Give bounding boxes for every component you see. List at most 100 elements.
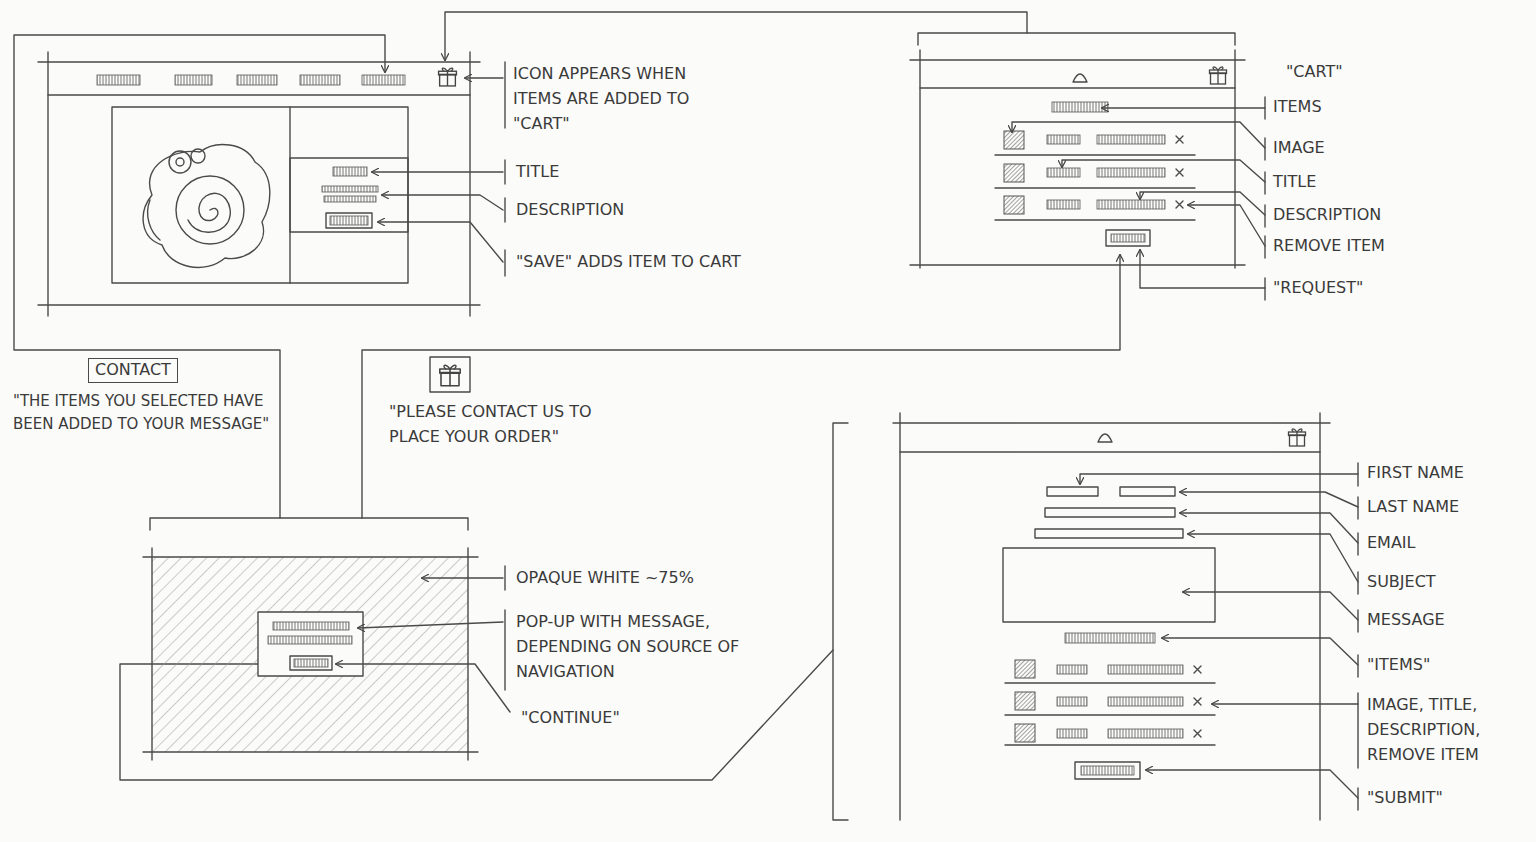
- product-screen-part: [326, 213, 372, 228]
- form-placeholders-part: [1065, 633, 1155, 643]
- form-screen-part: [1035, 529, 1183, 538]
- popup-screen: [143, 548, 478, 760]
- form-leaders-part: [1180, 492, 1358, 507]
- cart-screen-part: [920, 87, 1235, 88]
- form-leaders-part: [1188, 534, 1358, 582]
- product-placeholders-part: [237, 75, 277, 85]
- flow-lines-part: [445, 12, 1027, 60]
- contact-gift-box-part: [440, 365, 460, 385]
- product-illustration-part: [169, 151, 191, 173]
- popup-screen-part: [143, 556, 478, 557]
- popup-placeholders: [268, 622, 352, 667]
- product-placeholders-part: [439, 68, 457, 86]
- cart-screen-part: [995, 187, 1195, 188]
- cart-leaders-part: [1264, 138, 1265, 160]
- cart-leaders-part: [1264, 278, 1265, 300]
- annotation-text: EMAIL: [1366, 533, 1417, 554]
- product-leaders-part: [382, 195, 503, 210]
- label-box: CONTACT: [88, 358, 178, 383]
- product-screen: [38, 52, 480, 316]
- cart-screen-part: [995, 219, 1195, 220]
- form-leaders-part: [1357, 610, 1358, 632]
- form-leaders-part: [1357, 572, 1358, 594]
- popup-leaders-part: [504, 610, 505, 690]
- annotation-text: ICON APPEARS WHEN ITEMS ARE ADDED TO "CA…: [512, 62, 729, 136]
- product-screen-part: [38, 304, 480, 305]
- annotation-text: "PLEASE CONTACT US TO PLACE YOUR ORDER": [388, 400, 625, 450]
- annotation-text: SUBJECT: [1366, 572, 1437, 593]
- cart-screen-part: [995, 154, 1195, 155]
- cart-screen-part: [1106, 230, 1150, 246]
- annotation-text: MESSAGE: [1366, 610, 1446, 631]
- cart-placeholders-part: [1047, 168, 1080, 177]
- cart-screen-part: [1073, 74, 1087, 82]
- cart-screen-part: [910, 59, 1245, 60]
- product-screen-part: [48, 94, 470, 95]
- annotation-text: IMAGE: [1272, 138, 1326, 159]
- product-placeholders-part: [175, 75, 212, 85]
- product-leaders: [372, 62, 505, 276]
- annotation-text: IMAGE, TITLE, DESCRIPTION, REMOVE ITEM: [1366, 693, 1532, 767]
- cart-placeholders-part: [1047, 135, 1080, 144]
- form-leaders-part: [1080, 474, 1358, 484]
- cart-placeholders-part: [1210, 67, 1227, 84]
- form-screen-part: [1045, 508, 1175, 517]
- popup-screen-part: [152, 557, 468, 752]
- cart-placeholders-part: [1097, 135, 1165, 144]
- form-placeholders-part: [1057, 697, 1087, 706]
- cart-leaders-part: [1264, 236, 1265, 258]
- annotation-text: DESCRIPTION: [515, 200, 625, 221]
- annotation-text: "SAVE" ADDS ITEM TO CART: [515, 252, 742, 273]
- annotation-text: FIRST NAME: [1366, 463, 1465, 484]
- annotation-text: OPAQUE WHITE ~75%: [515, 568, 695, 589]
- contact-gift-box: [430, 357, 470, 392]
- form-placeholders-part: [1289, 429, 1306, 446]
- form-leaders: [1080, 463, 1358, 810]
- cart-leaders-part: [1140, 250, 1265, 288]
- popup-placeholders-part: [273, 622, 349, 630]
- popup-screen-part: [151, 548, 152, 760]
- annotation-text: DESCRIPTION: [1272, 205, 1382, 226]
- form-placeholders-part: [1015, 724, 1035, 742]
- product-illustration: [143, 145, 270, 268]
- cart-leaders-part: [1062, 160, 1265, 182]
- popup-leaders-part: [422, 577, 503, 578]
- cart-placeholders-part: [1004, 196, 1024, 214]
- form-screen-part: [1194, 666, 1201, 737]
- product-screen-part: [38, 61, 480, 62]
- form-screen-part: [1075, 762, 1140, 779]
- form-screen-part: [1003, 548, 1215, 622]
- form-placeholders-part: [1108, 697, 1183, 706]
- popup-leaders: [336, 566, 510, 712]
- annotation-text: ITEMS: [1272, 97, 1323, 118]
- product-leaders-part: [504, 160, 505, 184]
- product-screen-part: [47, 52, 48, 316]
- form-placeholders-part: [1081, 766, 1134, 775]
- product-screen-part: [469, 52, 470, 316]
- popup-screen-part: [467, 548, 468, 760]
- flow-lines-part: [833, 423, 848, 820]
- product-illustration-part: [143, 145, 270, 268]
- popup-leaders-part: [504, 566, 505, 590]
- cart-placeholders-part: [1004, 131, 1024, 149]
- annotation-text: TITLE: [1272, 172, 1317, 193]
- form-screen-part: [1120, 487, 1175, 496]
- product-placeholders-part: [324, 196, 376, 202]
- cart-screen-part: [1176, 136, 1183, 208]
- product-placeholders-part: [97, 75, 140, 85]
- product-leaders-part: [378, 222, 503, 262]
- annotation-text: "THE ITEMS YOU SELECTED HAVE BEEN ADDED …: [12, 390, 278, 437]
- form-placeholders: [1015, 429, 1306, 775]
- annotation-text: "ITEMS": [1366, 655, 1431, 676]
- form-leaders-part: [1183, 592, 1358, 620]
- cart-placeholders-part: [1097, 168, 1165, 177]
- product-placeholders-part: [322, 186, 378, 192]
- product-placeholders: [97, 68, 456, 225]
- cart-leaders: [1012, 97, 1265, 300]
- popup-screen-part: [258, 612, 363, 676]
- product-placeholders-part: [330, 216, 368, 225]
- cart-leaders-part: [1264, 172, 1265, 194]
- cart-leaders-part: [1264, 205, 1265, 227]
- form-screen-part: [1005, 744, 1215, 745]
